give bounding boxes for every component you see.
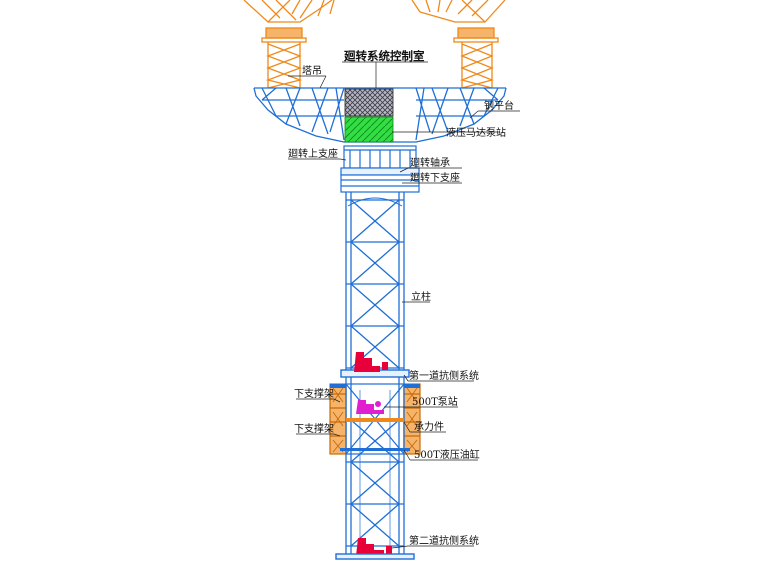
tower-crane-left — [243, 0, 335, 89]
lower-rotation-support — [340, 174, 420, 193]
pump-500t-unit — [356, 400, 384, 414]
tower-crane-right — [411, 0, 506, 89]
lower-support-frame-right — [403, 383, 421, 455]
first-anti-lateral-system-label: 第一道抗侧系统 — [409, 369, 479, 382]
second-anti-lateral-band — [335, 553, 415, 560]
rotation-bearing — [340, 167, 420, 176]
second-anti-lateral-system-label: 第二道抗侧系统 — [409, 534, 479, 547]
anti-lateral-unit-1 — [354, 352, 388, 372]
control-room-label: 廻转系统控制室 — [343, 49, 425, 63]
rotation-bearing-label: 廻转轴承 — [410, 156, 450, 169]
upper-rotation-support-label: 廻转上支座 — [288, 147, 338, 160]
tower-crane-label: 塔吊 — [302, 64, 322, 77]
lower-rotation-support-label: 廻转下支座 — [410, 171, 460, 184]
leader-lines — [288, 61, 520, 549]
anti-lateral-unit-2 — [356, 538, 392, 556]
hydraulic-pump-station-label: 液压马达泵站 — [446, 126, 506, 139]
lower-bracing-frame-label-1: 下支撑架 — [294, 387, 334, 400]
lower-bracing-frame-label-2: 下支撑架 — [294, 422, 334, 435]
steel-platform-label: 钢平台 — [484, 99, 514, 112]
column-label: 立柱 — [411, 290, 431, 303]
control-room-block — [344, 88, 394, 117]
load-bearing-member-label: 承力件 — [414, 420, 444, 433]
cylinder-500t-label: 500T液压油缸 — [414, 448, 480, 461]
hydraulic-pump-station-block — [344, 116, 394, 143]
pump-500t-label: 500T泵站 — [412, 395, 458, 408]
load-bearing-member — [340, 418, 410, 451]
upper-rotation-support — [343, 145, 417, 169]
lower-support-frame-left — [329, 383, 347, 455]
